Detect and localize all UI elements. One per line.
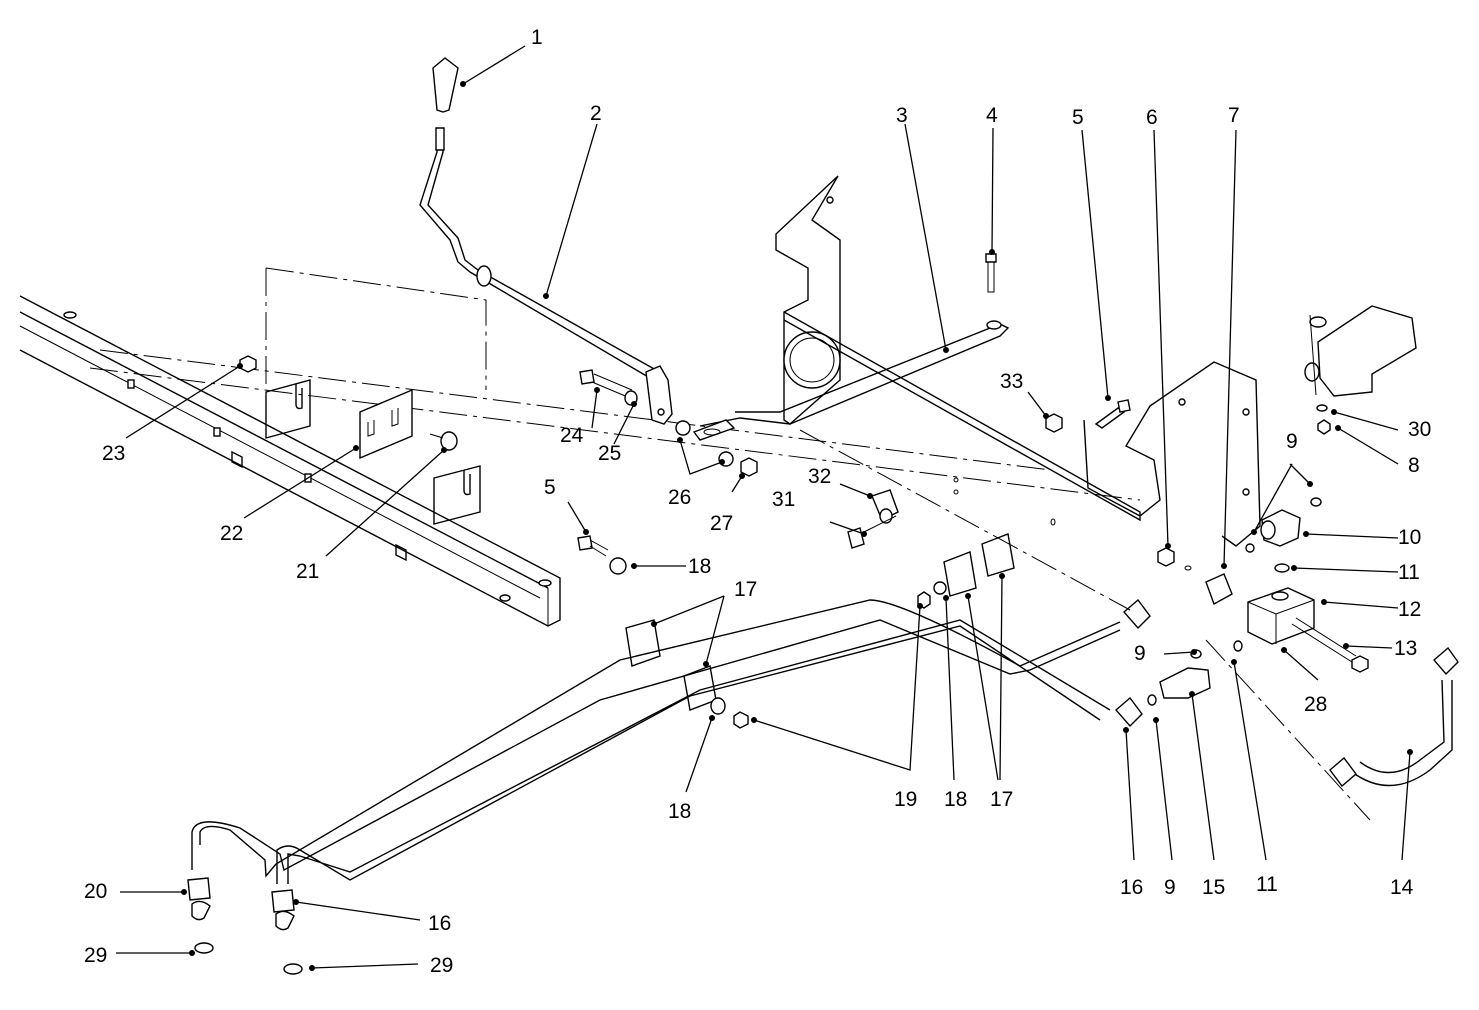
callout-11-lower: 11 xyxy=(1256,873,1278,896)
frame-rail xyxy=(19,267,1141,627)
callout-16-left: 16 xyxy=(428,912,451,935)
callout-17-left: 17 xyxy=(734,578,757,601)
hydraulic-tubes xyxy=(187,429,1459,975)
callout-9-lower: 9 xyxy=(1164,876,1176,899)
plate-22 xyxy=(239,355,458,460)
callout-27: 27 xyxy=(710,512,733,535)
callout-4: 4 xyxy=(986,104,998,127)
callout-14: 14 xyxy=(1390,876,1414,899)
top-right-valve xyxy=(1304,305,1417,435)
callout-26: 26 xyxy=(668,486,691,509)
callout-29-left: 29 xyxy=(84,944,107,967)
callout-18-left: 18 xyxy=(688,555,711,578)
callout-22: 22 xyxy=(220,522,243,545)
callout-9-upper: 9 xyxy=(1286,430,1298,453)
right-panel xyxy=(1083,361,1261,606)
leader-lines xyxy=(116,45,1413,971)
callout-13: 13 xyxy=(1394,637,1417,660)
callout-16-right: 16 xyxy=(1120,876,1143,899)
callout-17-right: 17 xyxy=(990,788,1013,811)
lever-rod-assembly xyxy=(419,57,758,477)
callout-labels: 1 2 3 4 5 6 7 8 9 10 11 12 13 14 15 16 9… xyxy=(84,26,1431,977)
callout-3: 3 xyxy=(896,104,908,127)
callout-11-upper: 11 xyxy=(1398,561,1420,584)
callout-5-top: 5 xyxy=(1072,106,1084,129)
callout-24: 24 xyxy=(560,424,584,447)
callout-2: 2 xyxy=(590,102,602,125)
callout-33: 33 xyxy=(1000,370,1023,393)
callout-7: 7 xyxy=(1228,104,1240,127)
callout-32: 32 xyxy=(808,465,831,488)
callout-8: 8 xyxy=(1408,454,1420,477)
callout-25: 25 xyxy=(598,442,621,465)
callout-31: 31 xyxy=(772,488,795,511)
callout-15: 15 xyxy=(1202,876,1225,899)
callout-6: 6 xyxy=(1146,106,1158,129)
callout-9-middle: 9 xyxy=(1134,642,1146,665)
callout-21: 21 xyxy=(296,560,319,583)
callout-29-right: 29 xyxy=(430,954,453,977)
callout-30: 30 xyxy=(1408,418,1431,441)
callout-5-lower: 5 xyxy=(544,476,556,499)
callout-28: 28 xyxy=(1304,693,1327,716)
callout-23: 23 xyxy=(102,442,125,465)
rod-3-and-panel xyxy=(692,175,1141,522)
callout-18-right: 18 xyxy=(944,788,967,811)
callout-20: 20 xyxy=(84,880,107,903)
callout-12: 12 xyxy=(1398,598,1421,621)
callout-1: 1 xyxy=(531,26,543,49)
callout-10: 10 xyxy=(1398,526,1421,549)
callout-18-lower: 18 xyxy=(668,800,691,823)
valve-block xyxy=(1147,497,1369,706)
callout-19: 19 xyxy=(894,788,917,811)
